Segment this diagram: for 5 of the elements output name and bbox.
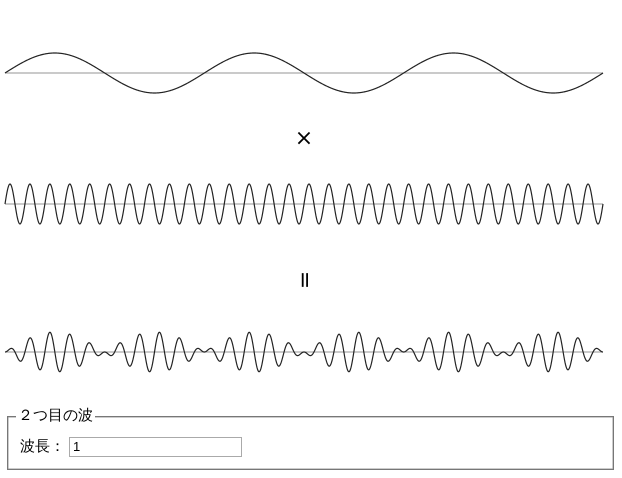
operator-sign: = xyxy=(292,270,316,292)
field-label: 波長： xyxy=(20,436,65,456)
operator-sign: × xyxy=(294,127,314,151)
input-field: 1 xyxy=(69,437,242,457)
panel-heading: ２つ目の波 xyxy=(16,406,95,424)
